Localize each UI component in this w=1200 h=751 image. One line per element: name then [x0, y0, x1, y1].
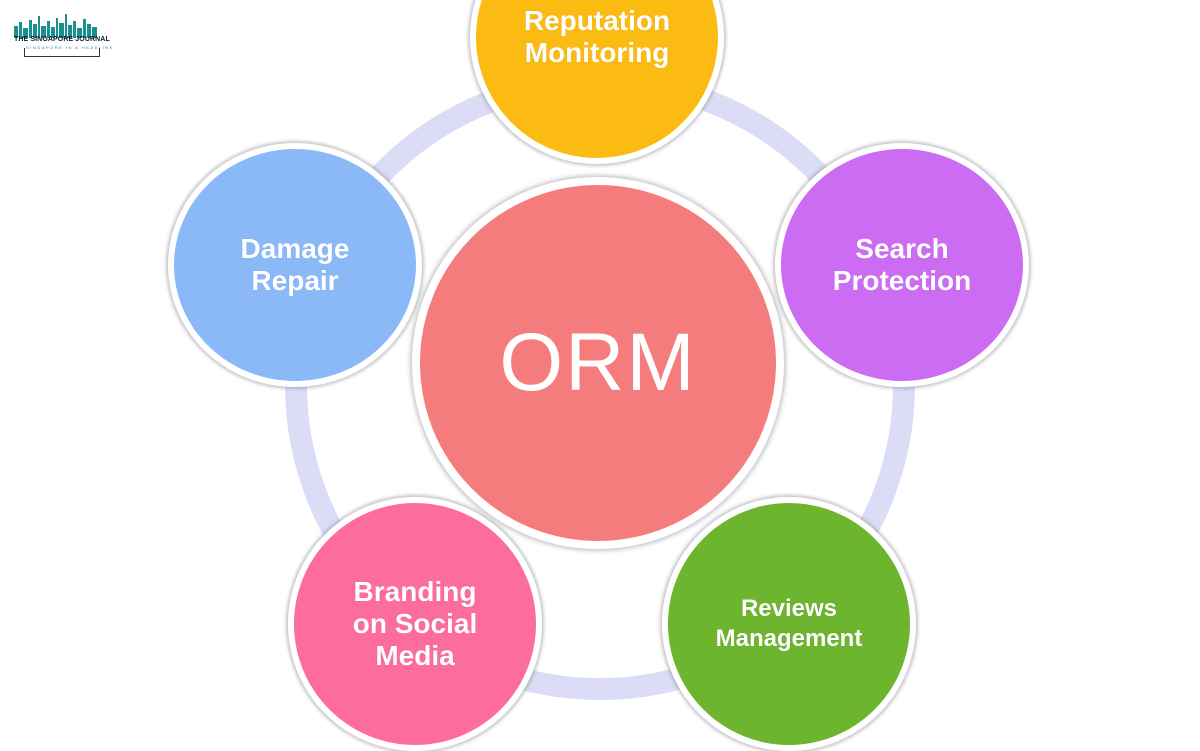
center-circle-orm: ORM	[412, 177, 784, 549]
center-label: ORM	[499, 317, 697, 408]
logo-subtitle: SINGAPORE IN A HEADLINE	[26, 45, 114, 50]
node-reviews-management: Reviews Management	[662, 497, 916, 751]
node-branding-on-social-media: Branding on Social Media	[288, 497, 542, 751]
node-label: Reputation Monitoring	[523, 5, 671, 68]
site-logo[interactable]: THE SINGAPORE JOURNAL SINGAPORE IN A HEA…	[12, 12, 114, 60]
node-label: Branding on Social Media	[352, 576, 478, 671]
logo-title: THE SINGAPORE JOURNAL	[14, 36, 110, 43]
skyline-icon	[14, 14, 97, 38]
node-damage-repair: Damage Repair	[168, 143, 422, 387]
logo-bracket	[24, 48, 100, 57]
node-search-protection: Search Protection	[775, 143, 1029, 387]
node-label: Reviews Management	[715, 595, 863, 652]
node-label: Damage Repair	[240, 233, 350, 296]
node-label: Search Protection	[832, 233, 972, 296]
